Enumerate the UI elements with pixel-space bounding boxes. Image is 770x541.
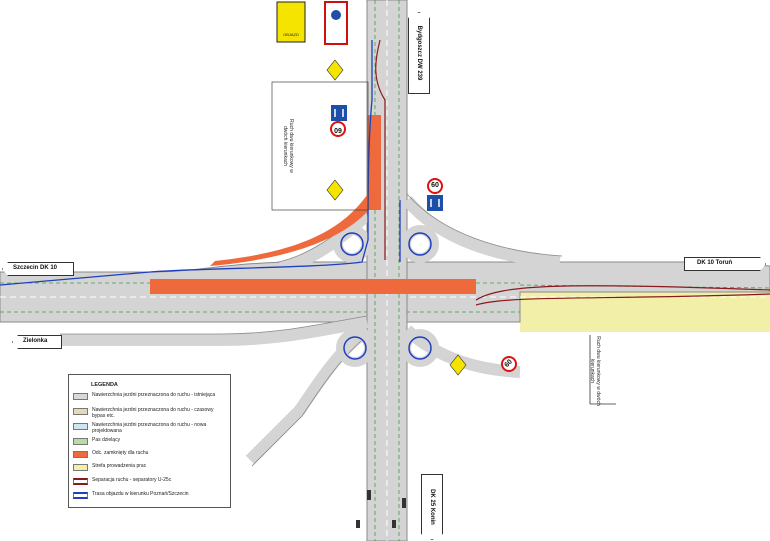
- legend-label: Separacja ruchu - separatory U-25c: [92, 477, 172, 483]
- loop-detours: [340, 232, 432, 360]
- legend-label: Pas dzielący: [92, 437, 121, 443]
- legend-swatch: [73, 438, 88, 445]
- legend: LEGENDA Nawierzchnia jezdni przeznaczona…: [68, 374, 231, 508]
- legend-label: Nawierzchnia jezdni przeznaczona do ruch…: [92, 407, 214, 419]
- legend-swatch: [73, 478, 88, 485]
- direction-sign-torun: DK 10 Toruń: [684, 257, 766, 271]
- traffic-lights: [356, 490, 406, 528]
- arrow-sign-1: [326, 59, 344, 81]
- detour-sign-top: [276, 1, 306, 43]
- speed-limit-sign-2: 60: [427, 178, 443, 194]
- two-way-sign-2: [427, 195, 443, 211]
- barrier-sign: [324, 1, 348, 45]
- traffic-note-right: Ruch dwu kierunkowy w dwóch kierunkach: [589, 336, 601, 406]
- ramp-edges: [60, 193, 563, 467]
- loops: [333, 225, 439, 367]
- legend-label: Nawierzchnia jezdni przeznaczona do ruch…: [92, 392, 216, 398]
- closed-sections: [150, 115, 476, 294]
- speed-limit-sign-1: 60: [330, 121, 346, 137]
- two-way-sign-1: [331, 105, 347, 121]
- arrow-sign-2: [326, 179, 344, 201]
- detour-routes: [0, 40, 401, 286]
- legend-swatch: [73, 464, 88, 471]
- legend-label: Odc. zamknięty dla ruchu: [92, 450, 149, 456]
- legend-label: Nawierzchnia jezdni przeznaczona do ruch…: [92, 422, 207, 434]
- direction-sign-szczecin: Szczecin DK 10: [2, 262, 74, 276]
- separator-lines: [375, 39, 770, 306]
- direction-sign-konin: DK 25 Konin: [421, 474, 443, 540]
- legend-swatch: [73, 451, 88, 458]
- direction-sign-zielonka: Zielonka: [12, 335, 62, 349]
- legend-swatch: [73, 393, 88, 400]
- legend-swatch: [73, 423, 88, 430]
- legend-label: Trasa objazdu w kierunku Poznań/Szczecin: [92, 491, 189, 497]
- legend-swatch: [73, 408, 88, 415]
- legend-swatch: [73, 492, 88, 499]
- direction-sign-bydgoszcz: Bydgoszcz DW 239: [408, 12, 430, 94]
- detour-sign-label: OBJAZD: [283, 32, 299, 37]
- vertical-road: [366, 0, 408, 541]
- arrow-sign-3: [449, 354, 467, 376]
- traffic-note-left: Ruch dwu kierunkowy w dwóch kierunkach: [282, 119, 294, 173]
- legend-label: Strefa prowadzenia prac: [92, 463, 147, 469]
- legend-title: LEGENDA: [91, 382, 118, 388]
- traffic-note-box: [271, 81, 369, 211]
